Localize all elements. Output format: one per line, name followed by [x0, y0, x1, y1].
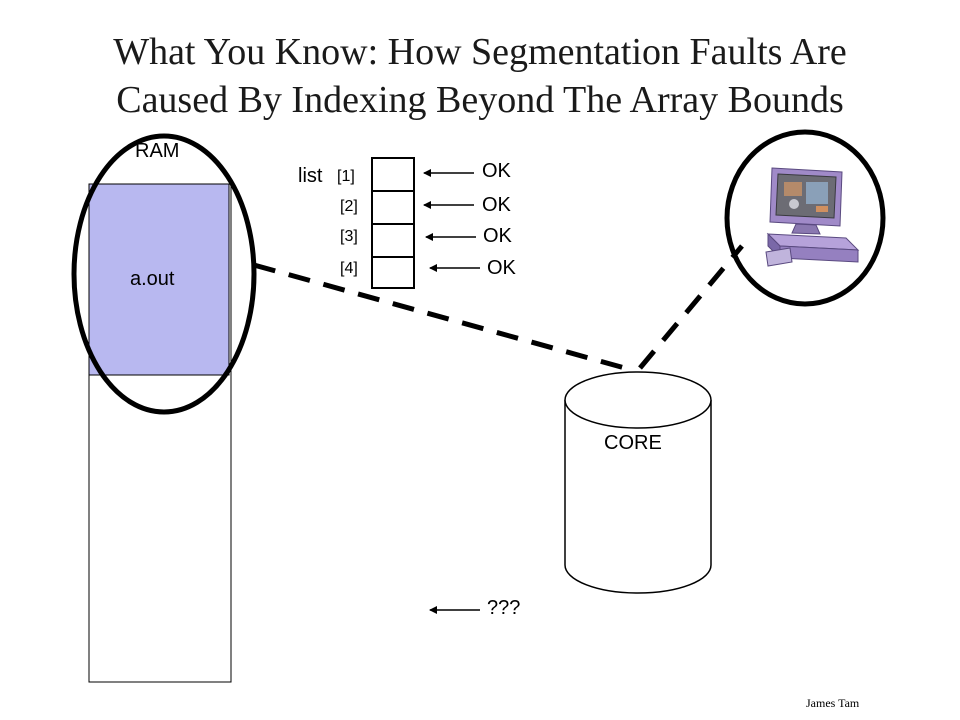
dashed-connector-ram-core [253, 262, 633, 373]
slide-title: What You Know: How Segmentation Faults A… [0, 28, 960, 124]
core-label: CORE [604, 432, 662, 454]
array-index-1: [1] [337, 168, 355, 185]
computer-highlight-ellipse [724, 129, 886, 307]
core-cylinder [564, 371, 712, 594]
array-cell-2 [371, 190, 415, 225]
array-name-label: list [298, 165, 323, 187]
array-index-2: [2] [340, 198, 358, 215]
access-result-1: OK [482, 160, 511, 182]
array-cell-1 [371, 157, 415, 192]
access-result-4: OK [487, 257, 516, 279]
program-label: a.out [130, 268, 175, 290]
program-highlight-ellipse [71, 133, 257, 415]
author-credit: James Tam [806, 696, 860, 710]
unknown-access-label: ??? [487, 597, 521, 619]
array-index-3: [3] [340, 228, 358, 245]
array-index-4: [4] [340, 260, 358, 277]
title-line-2: Caused By Indexing Beyond The Array Boun… [116, 79, 844, 121]
access-result-3: OK [483, 225, 512, 247]
program-region [88, 183, 230, 376]
array-cell-4 [371, 256, 415, 289]
desktop-computer-icon [765, 167, 860, 267]
title-line-1: What You Know: How Segmentation Faults A… [113, 31, 847, 73]
dashed-connector-core-computer [638, 244, 744, 370]
access-result-2: OK [482, 194, 511, 216]
ram-label: RAM [135, 140, 180, 162]
array-cells [371, 157, 415, 289]
array-cell-3 [371, 223, 415, 258]
